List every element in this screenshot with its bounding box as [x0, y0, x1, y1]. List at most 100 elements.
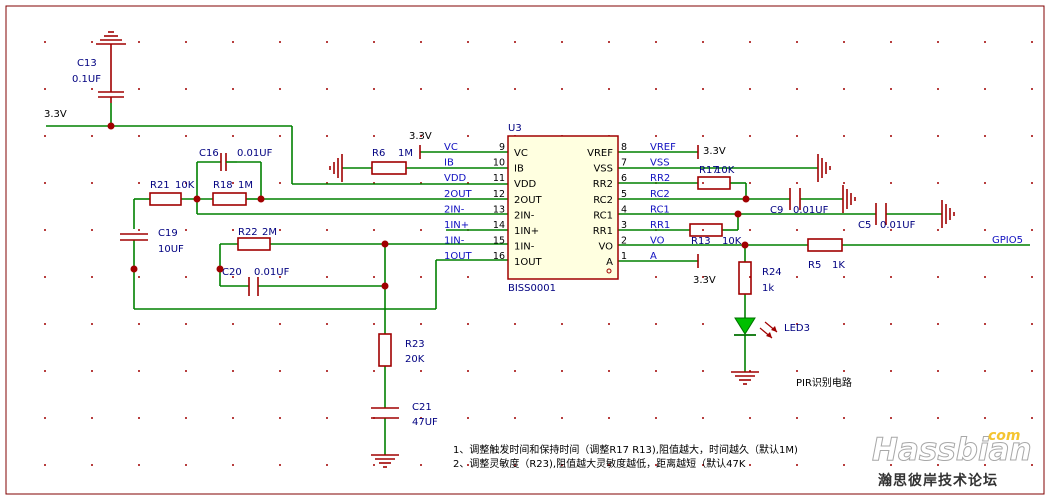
ic-pin-number: 4 — [621, 204, 627, 215]
grid-dot — [608, 370, 610, 372]
c21-value: 47UF — [412, 417, 438, 428]
grid-dot — [420, 464, 422, 466]
grid-dot — [91, 464, 93, 466]
r17-value: 10K — [715, 165, 735, 176]
grid-dot — [1031, 276, 1033, 278]
grid-dot — [655, 135, 657, 137]
grid-dot — [420, 417, 422, 419]
grid-dot — [138, 370, 140, 372]
grid-dot — [514, 464, 516, 466]
grid-dot — [984, 276, 986, 278]
grid-dot — [749, 88, 751, 90]
grid-dot — [185, 88, 187, 90]
r24-value: 1k — [762, 283, 774, 294]
grid-dot — [232, 370, 234, 372]
capacitor-c16: C16 0.01UF — [199, 148, 273, 171]
grid-dot — [326, 88, 328, 90]
r5-value: 1K — [832, 260, 845, 271]
grid-dot — [655, 464, 657, 466]
grid-dot — [467, 464, 469, 466]
grid-dot — [514, 417, 516, 419]
power-3v3-vref-label: 3.3V — [703, 146, 726, 157]
ic-part: BISS0001 — [508, 283, 556, 294]
power-3v3-a-label: 3.3V — [693, 275, 716, 286]
grid-dot — [373, 135, 375, 137]
grid-dot — [373, 41, 375, 43]
c9-value: 0.01UF — [793, 205, 829, 216]
ic-pin-name: A — [606, 257, 613, 268]
grid-dot — [279, 464, 281, 466]
grid-dot — [373, 276, 375, 278]
r22-value: 2M — [262, 227, 277, 238]
grid-dot — [91, 182, 93, 184]
resistor-r23: R23 20K — [378, 333, 425, 367]
grid-dot — [561, 88, 563, 90]
grid-dot — [467, 276, 469, 278]
grid-dot — [749, 229, 751, 231]
grid-dot — [1031, 182, 1033, 184]
ic-pins: VC9VCIB10IBVDD11VDD2OUT122OUT2IN-132IN-1… — [444, 142, 676, 268]
grid-dot — [138, 417, 140, 419]
ic-u3: U3 BISS0001 VC9VCIB10IBVDD11VDD2OUT122OU… — [444, 123, 676, 294]
junctions — [107, 122, 750, 290]
grid-dot — [1031, 41, 1033, 43]
grid-dot — [232, 276, 234, 278]
grid-dot — [467, 323, 469, 325]
grid-dot — [984, 464, 986, 466]
grid-dot — [937, 464, 939, 466]
grid-dot — [279, 41, 281, 43]
c5-value: 0.01UF — [880, 220, 916, 231]
grid-dot — [420, 229, 422, 231]
grid-dot — [1031, 135, 1033, 137]
grid-dot — [279, 417, 281, 419]
c16-ref: C16 — [199, 148, 219, 159]
grid-dot — [138, 276, 140, 278]
grid-dot — [420, 276, 422, 278]
grid-dot — [467, 88, 469, 90]
grid-dot — [796, 370, 798, 372]
grid-dot — [279, 229, 281, 231]
grid-dot — [1031, 464, 1033, 466]
grid-dot — [702, 464, 704, 466]
ic-pin-number: 8 — [621, 142, 627, 153]
grid-dot — [467, 41, 469, 43]
ic-pin-name: RR2 — [593, 179, 613, 190]
net-label: IB — [444, 158, 454, 169]
ic-pin-number: 10 — [493, 158, 505, 169]
grid-dot — [843, 135, 845, 137]
grid-dot — [138, 323, 140, 325]
led-led3: LED3 — [734, 317, 810, 339]
ic-pin-number: 9 — [499, 142, 505, 153]
grid-dot — [91, 41, 93, 43]
grid-dot — [420, 135, 422, 137]
grid-dot — [655, 88, 657, 90]
grid-dot — [420, 323, 422, 325]
ic-pin-number: 14 — [493, 220, 505, 231]
r13-value: 10K — [722, 236, 742, 247]
ic-pin-name: 2OUT — [514, 195, 543, 206]
c21-ref: C21 — [412, 402, 432, 413]
grid-dot — [702, 182, 704, 184]
power-3v3-vc: 3.3V — [409, 131, 432, 159]
watermark-brand: Hassbian — [872, 432, 1033, 469]
ic-pin-number: 11 — [493, 173, 505, 184]
ic-pin-name: VREF — [587, 148, 613, 159]
grid-dot — [326, 464, 328, 466]
grid-dot — [373, 323, 375, 325]
r22-ref: R22 — [238, 227, 258, 238]
grid-dot — [561, 41, 563, 43]
grid-dot — [44, 370, 46, 372]
grid-dot — [373, 370, 375, 372]
grid-dot — [655, 370, 657, 372]
c13-ref: C13 — [77, 58, 97, 69]
grid-dot — [44, 417, 46, 419]
ground-symbol-c5 — [941, 200, 955, 228]
ic-pin-number: 12 — [493, 189, 505, 200]
c5-ref: C5 — [858, 220, 871, 231]
grid-dot — [185, 370, 187, 372]
grid-dot — [749, 417, 751, 419]
grid-dot — [279, 88, 281, 90]
c19-value: 10UF — [158, 244, 184, 255]
led3-ref: LED3 — [784, 323, 810, 334]
grid-dot — [843, 464, 845, 466]
